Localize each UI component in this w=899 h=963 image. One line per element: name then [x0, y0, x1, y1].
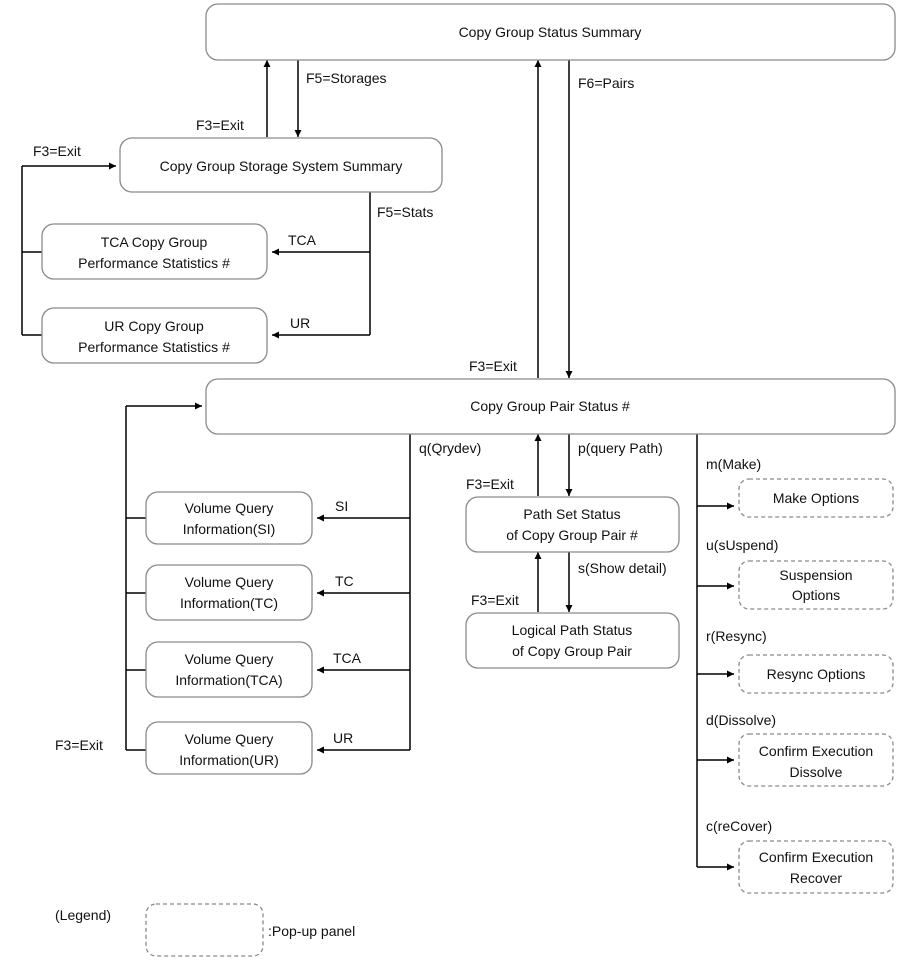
popup-label-line2: Dissolve — [790, 764, 843, 780]
label-recover: c(reCover) — [706, 818, 772, 834]
panel-label-line2: Information(SI) — [183, 521, 276, 537]
legend-title: (Legend) — [55, 907, 111, 923]
panel-label-line2: Performance Statistics # — [78, 255, 230, 271]
popup-confirm-recover: Confirm Execution Recover — [738, 840, 894, 894]
label-f3-exit-logical: F3=Exit — [471, 592, 519, 608]
label-qrydev: q(Qrydev) — [419, 440, 481, 456]
label-f5-storages: F5=Storages — [306, 70, 387, 86]
popup-label-line1: Suspension — [779, 567, 852, 583]
panel-label-line1: Volume Query — [185, 574, 274, 590]
label-f5-stats: F5=Stats — [377, 204, 433, 220]
popup-resync-options: Resync Options — [738, 654, 894, 694]
popup-label-line2: Recover — [790, 870, 842, 886]
label-make: m(Make) — [706, 456, 761, 472]
label-suspend: u(sUspend) — [706, 537, 778, 553]
panel-label-line2: Information(TC) — [180, 595, 278, 611]
panel-volume-query-si: Volume Query Information(SI) — [145, 491, 313, 545]
popup-label-line1: Confirm Execution — [759, 849, 873, 865]
panel-label-line2: of Copy Group Pair # — [506, 527, 638, 543]
panel-label-line1: Volume Query — [185, 651, 274, 667]
panel-volume-query-ur: Volume Query Information(UR) — [145, 721, 313, 775]
label-f3-exit-pair: F3=Exit — [469, 358, 517, 374]
panel-label-line2: Information(TCA) — [175, 672, 282, 688]
legend-popup-swatch — [145, 903, 264, 957]
label-tca-stats: TCA — [288, 232, 317, 248]
label-tc: TC — [335, 573, 354, 589]
panel-tca-performance-statistics: TCA Copy Group Performance Statistics # — [41, 223, 268, 280]
popup-make-options: Make Options — [738, 478, 894, 518]
panel-copy-group-status-summary: Copy Group Status Summary — [205, 3, 896, 61]
panel-label-line1: Logical Path Status — [512, 622, 633, 638]
label-f3-exit-storage: F3=Exit — [196, 117, 244, 133]
legend-description: :Pop-up panel — [268, 923, 355, 939]
popup-confirm-dissolve: Confirm Execution Dissolve — [738, 733, 894, 787]
panel-label-line1: Volume Query — [185, 500, 274, 516]
popup-label-line2: Options — [792, 587, 840, 603]
panel-path-set-status: Path Set Status of Copy Group Pair # — [465, 496, 680, 553]
label-query-path: p(query Path) — [578, 440, 663, 456]
panel-label-line2: Information(UR) — [179, 752, 279, 768]
panel-storage-system-summary: Copy Group Storage System Summary — [119, 137, 443, 193]
popup-label: Resync Options — [767, 666, 866, 682]
label-f6-pairs: F6=Pairs — [578, 75, 634, 91]
label-ur: UR — [333, 730, 353, 746]
label-show-detail: s(Show detail) — [578, 560, 667, 576]
panel-copy-group-pair-status: Copy Group Pair Status # — [205, 378, 896, 435]
panel-label-line1: UR Copy Group — [104, 318, 204, 334]
edge-labels: F3=Exit F5=Storages F6=Pairs F3=Exit F5=… — [33, 70, 778, 834]
panel-volume-query-tc: Volume Query Information(TC) — [145, 564, 313, 621]
panel-logical-path-status: Logical Path Status of Copy Group Pair — [465, 612, 680, 669]
label-si: SI — [335, 498, 348, 514]
panel-ur-performance-statistics: UR Copy Group Performance Statistics # — [41, 307, 268, 364]
panel-label: Copy Group Storage System Summary — [160, 158, 403, 174]
label-f3-exit-path-set: F3=Exit — [466, 476, 514, 492]
popup-suspension-options: Suspension Options — [738, 560, 894, 610]
panel-label-line2: of Copy Group Pair — [512, 643, 632, 659]
panel-label-line1: Volume Query — [185, 731, 274, 747]
popup-label-line1: Confirm Execution — [759, 743, 873, 759]
panel-volume-query-tca: Volume Query Information(TCA) — [145, 641, 313, 698]
panel-label: Copy Group Status Summary — [459, 24, 642, 40]
label-f3-exit-stats: F3=Exit — [33, 143, 81, 159]
panel-label: Copy Group Pair Status # — [470, 398, 630, 414]
label-f3-exit-vq: F3=Exit — [55, 737, 103, 753]
connectors — [21, 60, 734, 871]
label-resync: r(Resync) — [706, 628, 767, 644]
panel-label-line1: Path Set Status — [523, 506, 620, 522]
popup-label: Make Options — [773, 490, 859, 506]
panel-label-line1: TCA Copy Group — [101, 234, 208, 250]
label-dissolve: d(Dissolve) — [706, 712, 776, 728]
label-tca: TCA — [333, 650, 362, 666]
panel-label-line2: Performance Statistics # — [78, 339, 230, 355]
legend: (Legend) :Pop-up panel — [55, 903, 355, 957]
label-ur-stats: UR — [290, 315, 310, 331]
